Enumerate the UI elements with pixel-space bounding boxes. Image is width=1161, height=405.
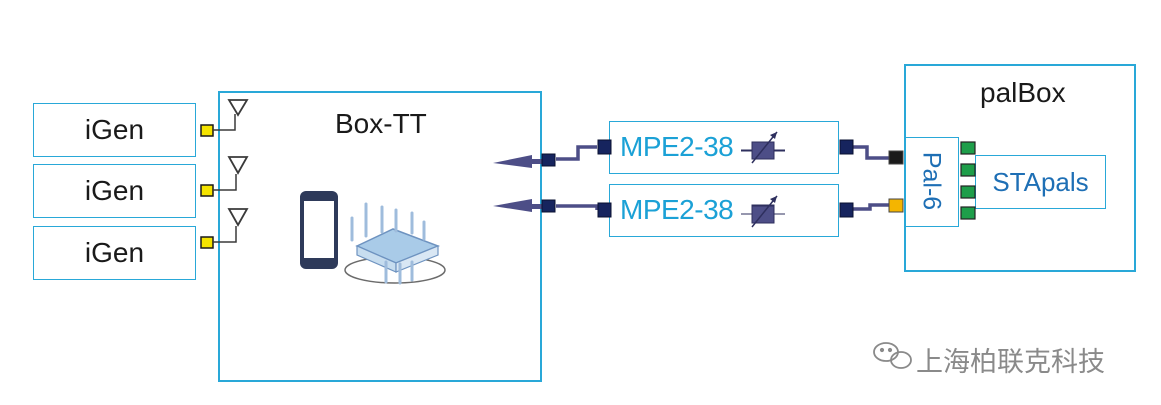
wechat-icon bbox=[873, 342, 912, 369]
attenuator-1[interactable]: MPE2-38 bbox=[609, 121, 839, 174]
igen-label: iGen bbox=[84, 237, 145, 268]
connector-navy bbox=[541, 139, 854, 218]
cable-lines bbox=[556, 145, 889, 211]
connector-orange bbox=[888, 198, 904, 213]
router-icon bbox=[344, 202, 446, 285]
igen-block-1[interactable]: iGen bbox=[33, 103, 196, 157]
attenuator-2[interactable]: MPE2-38 bbox=[609, 184, 839, 237]
igen-label: iGen bbox=[84, 114, 145, 145]
port-green bbox=[960, 141, 976, 220]
palbox-label: palBox bbox=[980, 77, 1066, 108]
antenna-icon bbox=[227, 99, 249, 227]
stapals-block[interactable]: STApals bbox=[975, 155, 1106, 209]
arrow-left-icon bbox=[493, 155, 542, 212]
watermark-text: 上海柏联克科技 bbox=[916, 347, 1105, 377]
connector-yellow bbox=[200, 236, 214, 249]
igen-block-3[interactable]: iGen bbox=[33, 226, 196, 280]
attenuator-label: MPE2-38 bbox=[620, 194, 734, 225]
igen-label: iGen bbox=[84, 175, 145, 206]
connector-yellow bbox=[200, 124, 214, 137]
stapals-label: STApals bbox=[992, 166, 1089, 197]
connector-yellow bbox=[200, 184, 214, 197]
attenuator-label: MPE2-38 bbox=[620, 131, 734, 162]
igen-connectors bbox=[200, 124, 214, 249]
pal6-module[interactable] bbox=[905, 137, 959, 227]
smartphone-icon bbox=[300, 191, 338, 269]
variable-attenuator-icon bbox=[741, 131, 785, 228]
antenna-feeds bbox=[213, 114, 237, 243]
igen-block-2[interactable]: iGen bbox=[33, 164, 196, 218]
box-tt-label: Box-TT bbox=[335, 108, 427, 139]
connector-black bbox=[888, 150, 904, 165]
